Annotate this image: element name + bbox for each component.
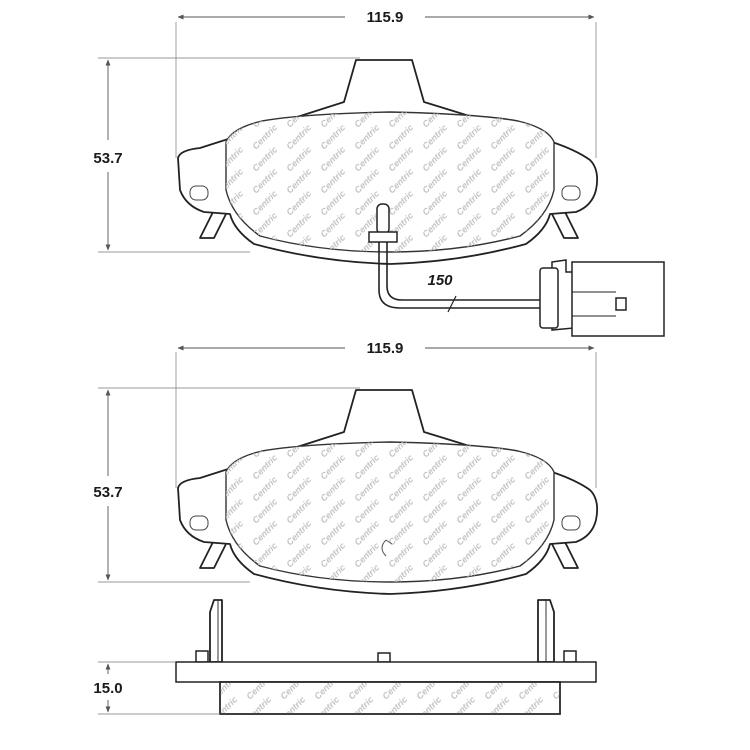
bottom-height-label: 53.7 <box>93 484 122 501</box>
bottom-sensor-slot <box>381 539 393 557</box>
top-width-dimension: 115.9 <box>175 9 597 158</box>
top-watermark-text: Centric <box>216 232 245 261</box>
bottom-height-dimension: 53.7 <box>93 387 360 583</box>
top-friction-pad <box>225 111 555 253</box>
top-sensor-clip <box>376 203 390 235</box>
top-watermark-text: Centric <box>216 100 245 129</box>
sensor-wire <box>378 242 545 309</box>
thickness-label: 15.0 <box>93 680 122 697</box>
side-left-clip <box>209 599 223 663</box>
sensor-wire-break <box>447 295 457 313</box>
top-left-hole <box>189 185 209 201</box>
top-height-label: 53.7 <box>93 150 122 167</box>
thickness-dimension: 15.0 <box>93 661 220 715</box>
bottom-watermark-text: Centric <box>216 430 245 459</box>
bottom-width-dimension: 115.9 <box>175 340 597 488</box>
side-backing-plate <box>175 661 597 683</box>
side-left-bump <box>195 650 209 663</box>
top-width-label: 115.9 <box>367 9 404 26</box>
bottom-watermark-text: Centric <box>216 562 245 591</box>
top-height-dimension: 53.7 <box>93 57 360 253</box>
sensor-connector <box>539 259 665 337</box>
sensor-length-label: 150 <box>427 272 453 289</box>
top-sensor-mount <box>368 231 398 243</box>
bottom-watermark-text: Centric <box>522 430 551 459</box>
bottom-right-hole <box>561 515 581 531</box>
bottom-friction-pad <box>225 441 555 583</box>
top-watermark-text: Centric <box>522 100 551 129</box>
bottom-left-hole <box>189 515 209 531</box>
side-right-bump <box>563 650 577 663</box>
side-watermark-text: Centric <box>550 672 579 701</box>
side-center-bump <box>377 652 391 663</box>
bottom-width-label: 115.9 <box>367 340 404 357</box>
top-right-hole <box>561 185 581 201</box>
